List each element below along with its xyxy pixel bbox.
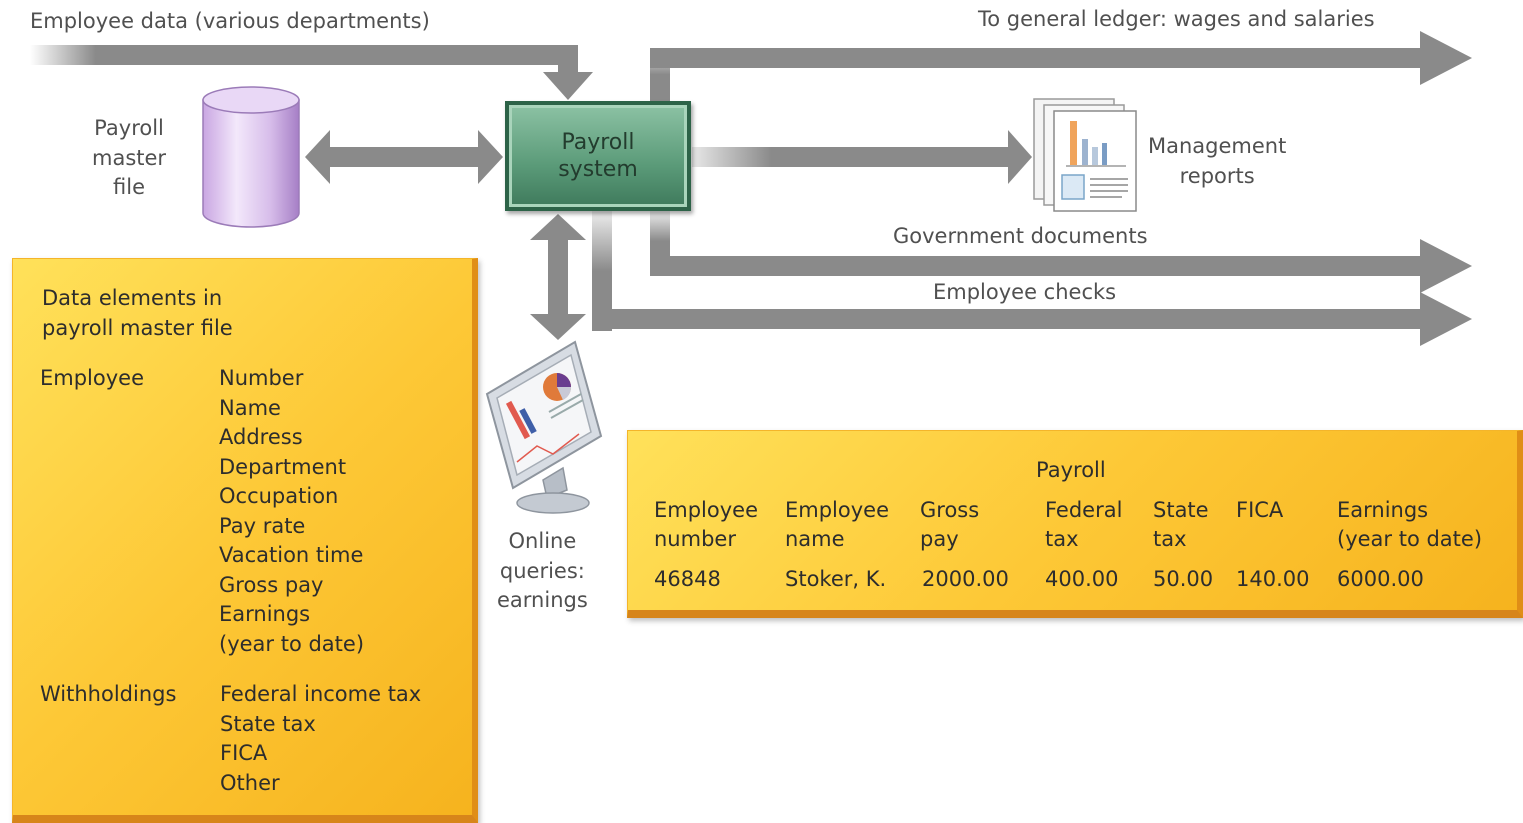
database-cylinder-icon bbox=[202, 86, 300, 228]
employee-field-item: Address bbox=[219, 425, 303, 449]
cell-employee-number: 46848 bbox=[654, 567, 721, 591]
employee-heading: Employee bbox=[40, 366, 145, 390]
data-elements-title: Data elements in payroll master file bbox=[42, 286, 233, 340]
withholding-field-item: Federal income tax bbox=[220, 682, 422, 706]
header-gross-pay: Gross pay bbox=[920, 498, 980, 551]
online-queries-double-arrow bbox=[530, 214, 586, 340]
employee-field-item: Vacation time bbox=[219, 543, 364, 567]
employee-field-item: Earnings bbox=[219, 602, 311, 626]
management-reports-label: Management reports bbox=[1148, 134, 1287, 188]
cell-state-tax: 50.00 bbox=[1153, 567, 1214, 591]
cell-fica: 140.00 bbox=[1236, 567, 1310, 591]
employee-field-item: (year to date) bbox=[219, 631, 365, 656]
master-file-double-arrow bbox=[305, 130, 503, 184]
management-reports-arrow bbox=[692, 130, 1032, 184]
data-elements-panel bbox=[12, 258, 478, 823]
header-earnings-ytd: Earnings (year to date) bbox=[1337, 498, 1483, 551]
online-queries-label: Online queries: earnings bbox=[497, 529, 588, 612]
payroll-table-title: Payroll bbox=[1036, 458, 1106, 482]
payroll-system-label: Payroll system bbox=[558, 129, 638, 183]
header-state-tax: State tax bbox=[1153, 498, 1209, 551]
employee-checks-label: Employee checks bbox=[933, 280, 1117, 304]
cell-federal-tax: 400.00 bbox=[1045, 567, 1119, 591]
header-employee-name: Employee name bbox=[785, 498, 890, 551]
report-documents-icon bbox=[1033, 98, 1137, 212]
employee-field-item: Pay rate bbox=[219, 513, 306, 538]
cell-gross-pay: 2000.00 bbox=[922, 567, 1009, 591]
general-ledger-label: To general ledger: wages and salaries bbox=[978, 7, 1375, 31]
employee-data-arrow bbox=[30, 45, 593, 100]
employee-field-item: Number bbox=[219, 366, 304, 390]
header-federal-tax: Federal tax bbox=[1045, 498, 1123, 551]
employee-checks-arrow bbox=[592, 211, 1472, 346]
computer-monitor-icon bbox=[485, 340, 603, 514]
general-ledger-arrow bbox=[650, 31, 1472, 101]
master-file-label: Payroll master file bbox=[92, 116, 167, 199]
header-employee-number: Employee number bbox=[654, 498, 759, 551]
government-documents-arrow bbox=[650, 211, 1472, 293]
government-documents-label: Government documents bbox=[893, 224, 1148, 248]
payroll-system-box: Payroll system bbox=[505, 101, 691, 211]
cell-earnings-ytd: 6000.00 bbox=[1337, 567, 1424, 591]
withholding-field-item: Other bbox=[220, 770, 280, 795]
payroll-table-panel bbox=[627, 430, 1523, 618]
employee-field-item: Name bbox=[219, 395, 281, 420]
withholding-field-item: State tax bbox=[220, 711, 316, 736]
cell-employee-name: Stoker, K. bbox=[785, 567, 887, 591]
employee-field-item: Gross pay bbox=[219, 572, 324, 597]
header-fica: FICA bbox=[1236, 498, 1284, 522]
withholdings-heading: Withholdings bbox=[40, 682, 177, 706]
employee-field-item: Occupation bbox=[219, 484, 339, 508]
employee-data-label: Employee data (various departments) bbox=[30, 9, 430, 33]
employee-field-item: Department bbox=[219, 454, 347, 479]
withholding-field-item: FICA bbox=[220, 741, 268, 765]
